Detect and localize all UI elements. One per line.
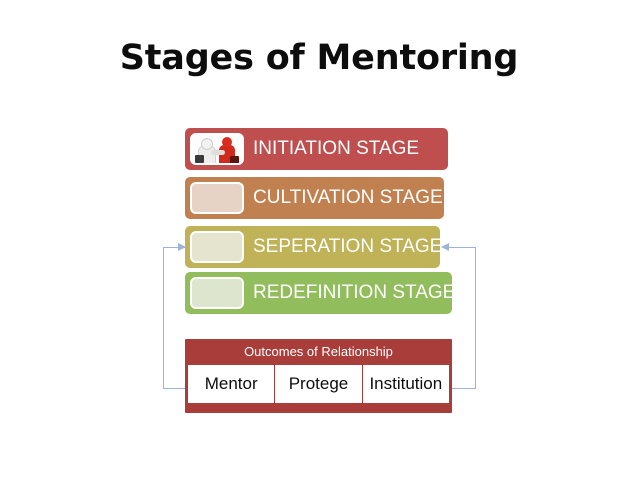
stage-label-redefinition: REDEFINITION STAGE	[253, 282, 456, 303]
stage-label-seperation: SEPERATION STAGE	[253, 236, 443, 257]
briefcase-right-icon	[230, 156, 239, 163]
connector-left-top-segment	[163, 247, 185, 248]
outcomes-cell-protege[interactable]: Protege	[275, 365, 363, 403]
arrow-left-icon	[441, 243, 449, 251]
connector-right-vertical-segment	[475, 247, 476, 389]
briefcase-left-icon	[195, 155, 204, 163]
placeholder-icon	[190, 231, 244, 263]
handshake-figure-white-head	[201, 138, 213, 150]
connector-left-bottom-segment	[163, 388, 187, 389]
stage-bar-cultivation[interactable]: CULTIVATION STAGE	[185, 177, 444, 219]
table-row: Mentor Protege Institution	[188, 364, 449, 404]
handshake-hands	[211, 150, 225, 155]
handshake-icon	[190, 133, 244, 165]
page-title: Stages of Mentoring	[119, 38, 519, 78]
outcomes-cell-mentor[interactable]: Mentor	[188, 365, 276, 403]
stage-label-cultivation: CULTIVATION STAGE	[253, 187, 443, 208]
stage-bar-redefinition[interactable]: REDEFINITION STAGE	[185, 272, 456, 314]
connector-right-top-segment	[447, 247, 476, 248]
outcomes-table-header: Outcomes of Relationship	[244, 344, 393, 359]
placeholder-icon	[190, 277, 244, 309]
connector-left-vertical-segment	[163, 247, 164, 389]
placeholder-icon	[190, 182, 244, 214]
stage-bar-seperation[interactable]: SEPERATION STAGE	[185, 226, 443, 268]
connector-right-bottom-segment	[452, 388, 476, 389]
handshake-figure-red-head	[222, 137, 232, 147]
outcomes-table: Outcomes of Relationship Mentor Protege …	[185, 339, 452, 413]
stage-bar-initiation[interactable]: INITIATION STAGE	[185, 128, 448, 170]
arrow-right-icon	[178, 243, 186, 251]
stage-label-initiation: INITIATION STAGE	[253, 138, 420, 159]
outcomes-cell-institution[interactable]: Institution	[369, 374, 443, 393]
